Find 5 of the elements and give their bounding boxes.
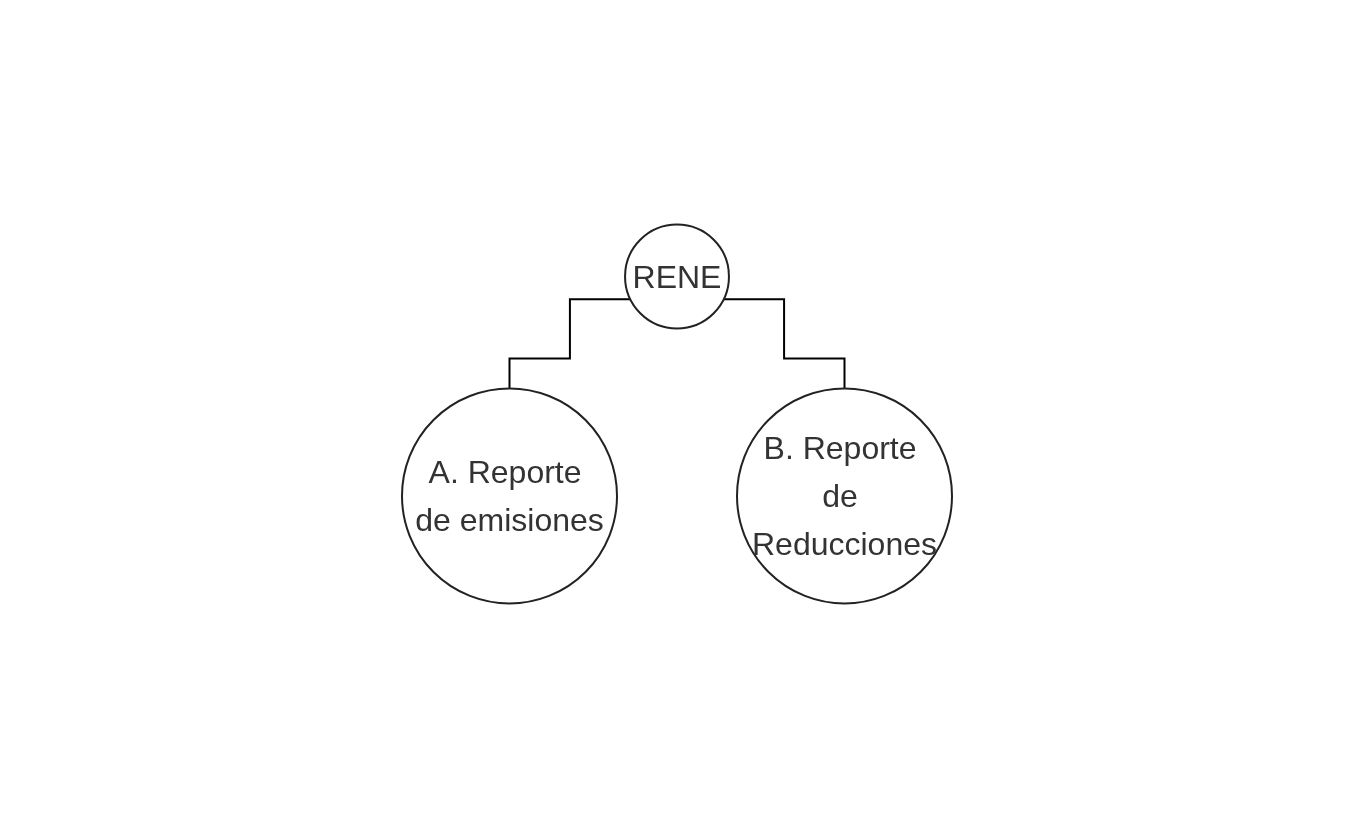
node-circle: RENE	[623, 223, 730, 330]
connector	[508, 298, 631, 390]
node-circle: A. Reporte de emisiones	[400, 387, 618, 605]
node-circle: B. Reporte de Reducciones	[735, 387, 953, 605]
connector	[722, 298, 845, 390]
